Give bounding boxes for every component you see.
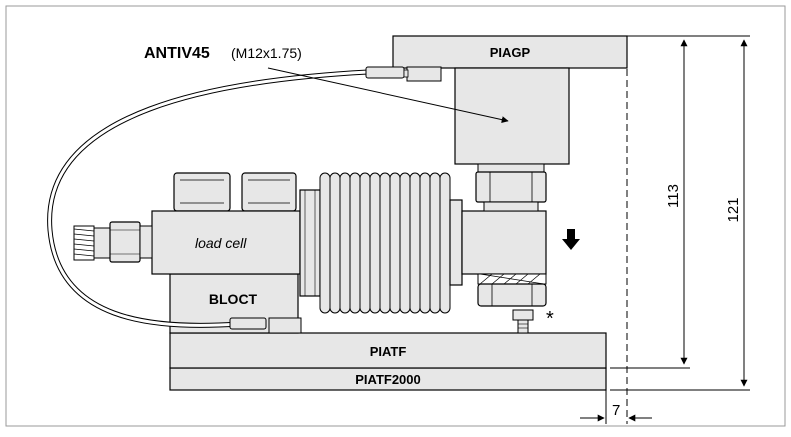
- label-piatf: PIATF: [370, 344, 407, 359]
- dimension-113-text: 113: [665, 184, 682, 208]
- piatf-plate: [169, 332, 607, 369]
- load-direction-arrow: [562, 229, 580, 250]
- label-bloct: BLOCT: [209, 291, 258, 307]
- dimension-lines: [605, 35, 750, 424]
- lower-joint: [477, 273, 547, 307]
- label-load-cell: load cell: [195, 235, 247, 251]
- cable-terminal-top: [365, 66, 442, 82]
- label-asterisk: *: [546, 308, 554, 330]
- label-piagp: PIAGP: [490, 45, 531, 60]
- cable-gland: [73, 221, 153, 263]
- load-cell-end: [449, 199, 547, 286]
- antiv45-cable: [47, 69, 371, 328]
- adjustment-screw: [512, 309, 534, 334]
- label-piatf2000: PIATF2000: [355, 372, 421, 387]
- bellows: [319, 172, 451, 314]
- dimension-121-text: 121: [725, 197, 742, 222]
- load-cell-body: [151, 172, 321, 297]
- antiv45-leader-line: [267, 67, 509, 124]
- label-thread-size: (M12x1.75): [231, 45, 302, 61]
- piagp-assembly: [392, 35, 628, 212]
- dimension-7-text: 7: [612, 402, 620, 419]
- cable-terminal-bottom: [229, 317, 302, 334]
- label-antiv45: ANTIV45: [144, 45, 210, 62]
